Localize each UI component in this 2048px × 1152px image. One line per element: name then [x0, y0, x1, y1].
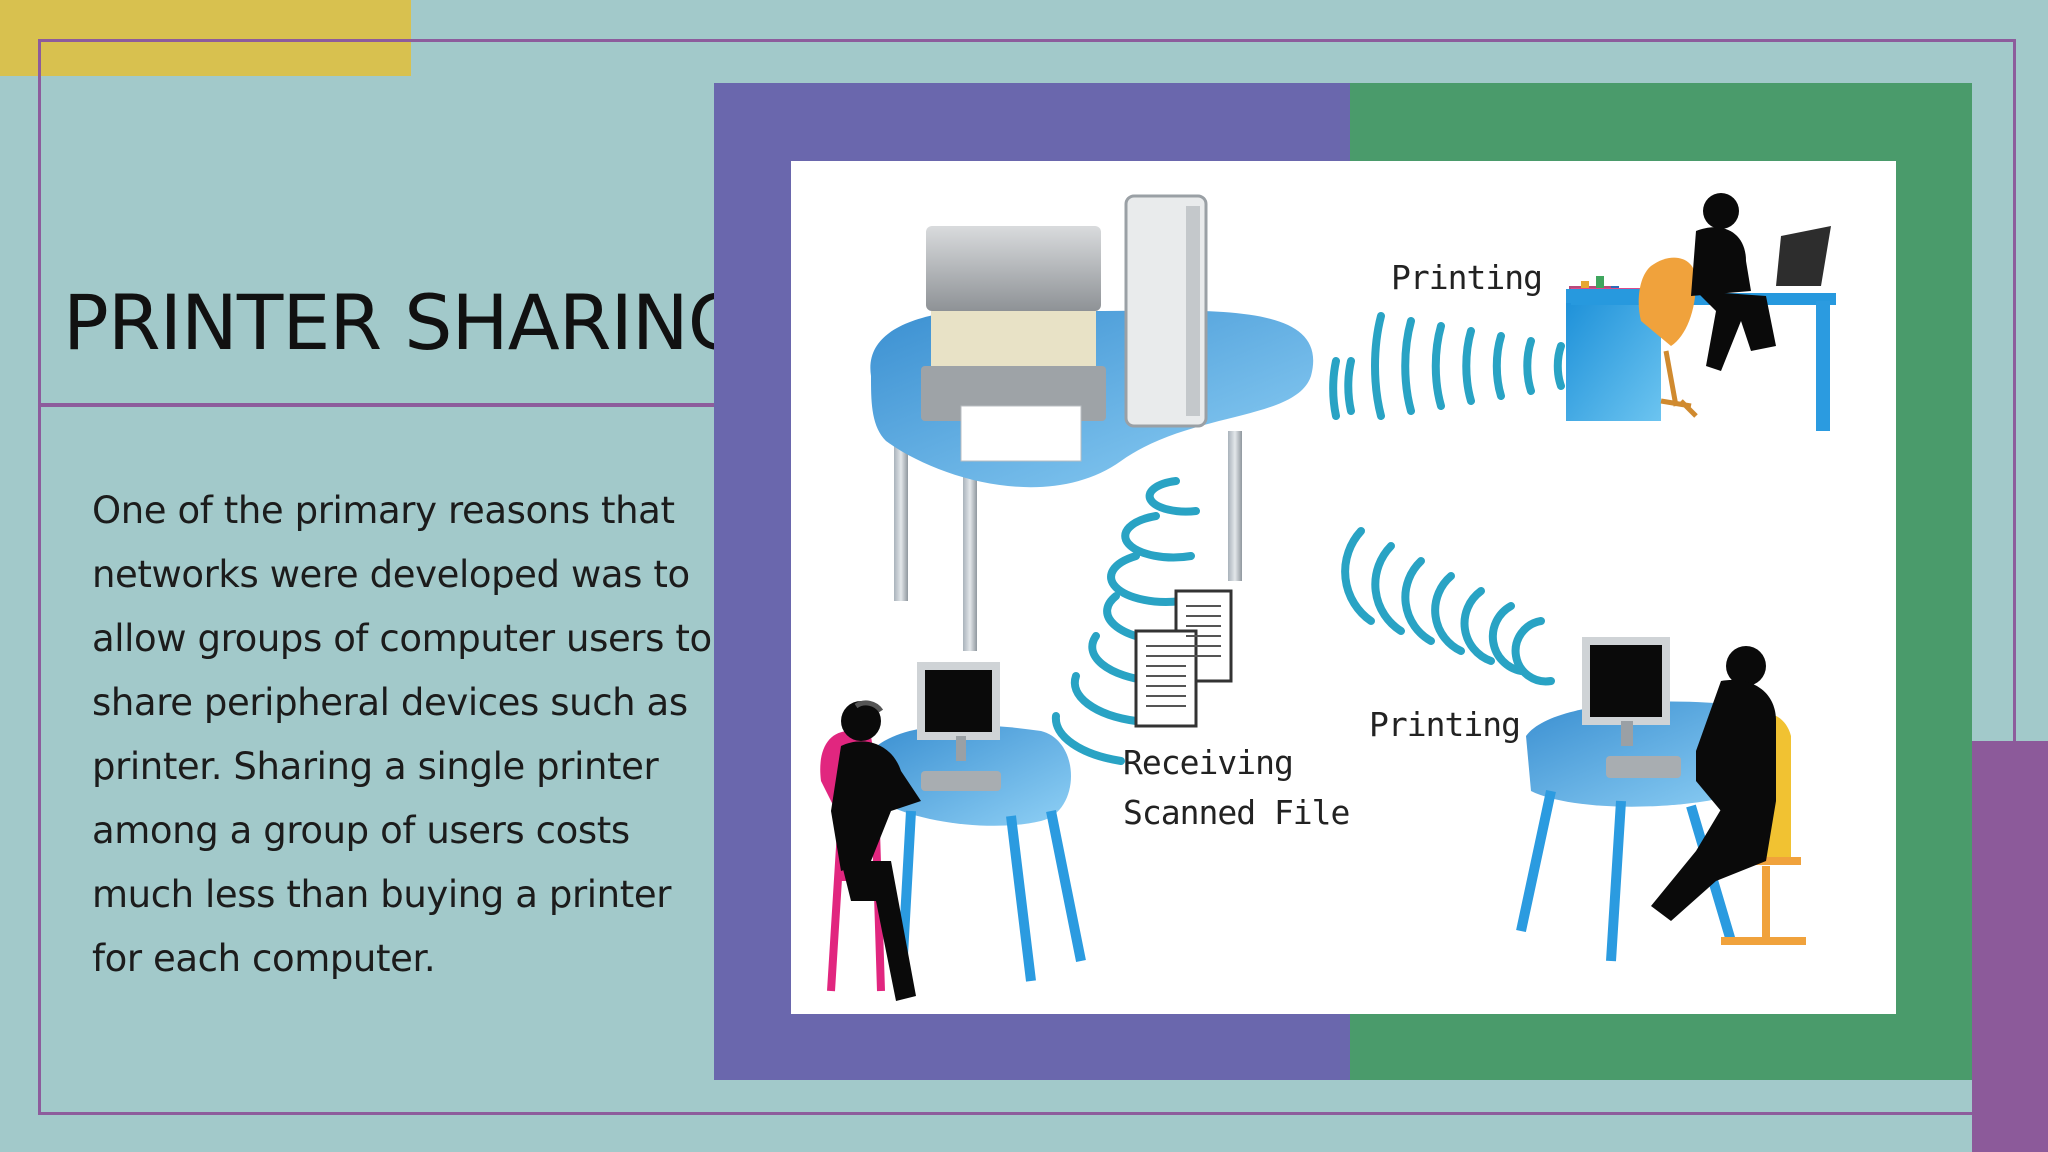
slide-title: PRINTER SHARING — [63, 278, 747, 367]
documents-icon — [1134, 589, 1233, 728]
printer-sharing-illustration: Printing Printing Receiving Scanned File — [791, 161, 1896, 1014]
top-right-workstation — [1566, 193, 1836, 431]
bottom-right-workstation — [1516, 637, 1806, 962]
label-receiving-line2: Scanned File — [1123, 793, 1349, 832]
bottom-left-workstation — [820, 662, 1086, 1001]
slide-frame — [38, 39, 2016, 1115]
yellow-accent-bar — [0, 0, 411, 76]
purple-corner-accent — [1972, 741, 2048, 1152]
title-divider — [38, 403, 715, 407]
label-printing-top: Printing — [1391, 258, 1542, 297]
router-icon — [1124, 194, 1208, 428]
label-receiving-line1: Receiving — [1123, 743, 1293, 782]
label-printing-bottom: Printing — [1369, 705, 1520, 744]
slide-body-text: One of the primary reasons that networks… — [92, 489, 712, 980]
wireless-signal-bottom — [1341, 527, 1555, 686]
printer-icon — [921, 226, 1106, 462]
wireless-signal-top — [1329, 312, 1565, 420]
